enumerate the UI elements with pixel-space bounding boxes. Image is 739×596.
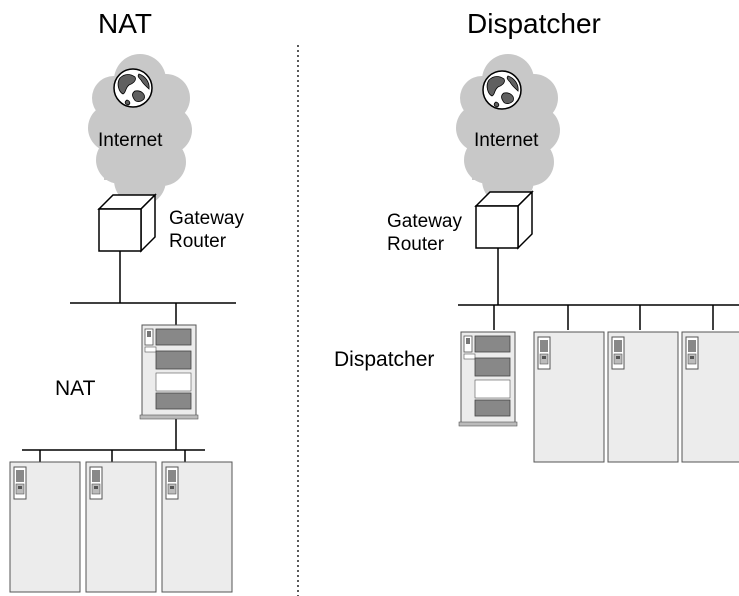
dispatcher-device-icon: [458, 331, 518, 427]
dispatcher-server-1: [533, 331, 605, 463]
nat-server-2: [85, 461, 157, 593]
nat-server-3: [161, 461, 233, 593]
router-icon: [475, 191, 533, 249]
nat-router-label-line2: Router: [169, 231, 227, 252]
dispatcher-device-label: Dispatcher: [334, 348, 435, 371]
dispatcher-router-label-line1: Gateway: [387, 211, 462, 232]
router-icon: [98, 194, 156, 252]
dispatcher-server-3: [681, 331, 739, 463]
nat-cloud-label: Internet: [98, 130, 163, 151]
nat-wiring: [22, 251, 236, 462]
nat-device-icon: [139, 324, 199, 420]
globe-icon: [113, 68, 153, 108]
dispatcher-router-label-line2: Router: [387, 234, 445, 255]
dispatcher-title: Dispatcher: [467, 8, 601, 39]
nat-title: NAT: [98, 8, 152, 39]
dispatcher-server-2: [607, 331, 679, 463]
nat-device-label: NAT: [55, 377, 96, 400]
globe-icon: [482, 70, 522, 110]
dispatcher-wiring: [458, 248, 739, 330]
nat-server-1: [9, 461, 81, 593]
dispatcher-cloud-label: Internet: [474, 130, 539, 151]
nat-router-label-line1: Gateway: [169, 208, 244, 229]
